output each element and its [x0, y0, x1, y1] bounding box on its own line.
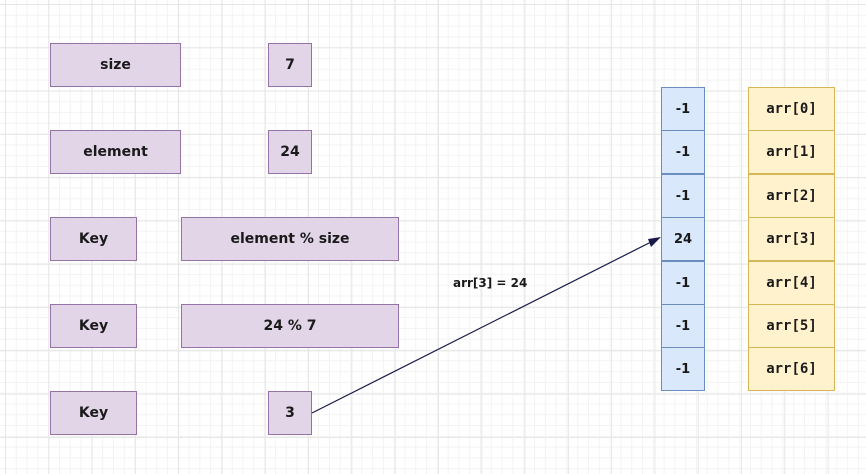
key-label-box-3: Key	[50, 391, 137, 435]
key-label-box-1: Key	[50, 217, 137, 261]
key-result-box: 3	[268, 391, 312, 435]
size-value-box: 7	[268, 43, 312, 87]
connector-arrow-label: arr[3] = 24	[453, 276, 528, 290]
key-expression-box: element % size	[181, 217, 399, 261]
size-label-box: size	[50, 43, 181, 87]
array-value-cell-5: -1	[661, 304, 705, 348]
key-label-box-2: Key	[50, 304, 137, 348]
array-value-cell-1: -1	[661, 130, 705, 174]
array-index-cell-6: arr[6]	[748, 347, 835, 391]
array-index-cell-0: arr[0]	[748, 87, 835, 131]
array-value-cell-3: 24	[661, 217, 705, 261]
array-value-cell-0: -1	[661, 87, 705, 131]
array-value-cell-4: -1	[661, 261, 705, 305]
key-evaluation-box: 24 % 7	[181, 304, 399, 348]
array-index-cell-4: arr[4]	[748, 261, 835, 305]
connector-arrowhead	[648, 237, 661, 247]
element-label-box: element	[50, 130, 181, 174]
array-value-cell-6: -1	[661, 347, 705, 391]
array-index-cell-2: arr[2]	[748, 174, 835, 218]
array-index-cell-3: arr[3]	[748, 217, 835, 261]
array-index-cell-5: arr[5]	[748, 304, 835, 348]
element-value-box: 24	[268, 130, 312, 174]
array-index-cell-1: arr[1]	[748, 130, 835, 174]
array-value-cell-2: -1	[661, 174, 705, 218]
